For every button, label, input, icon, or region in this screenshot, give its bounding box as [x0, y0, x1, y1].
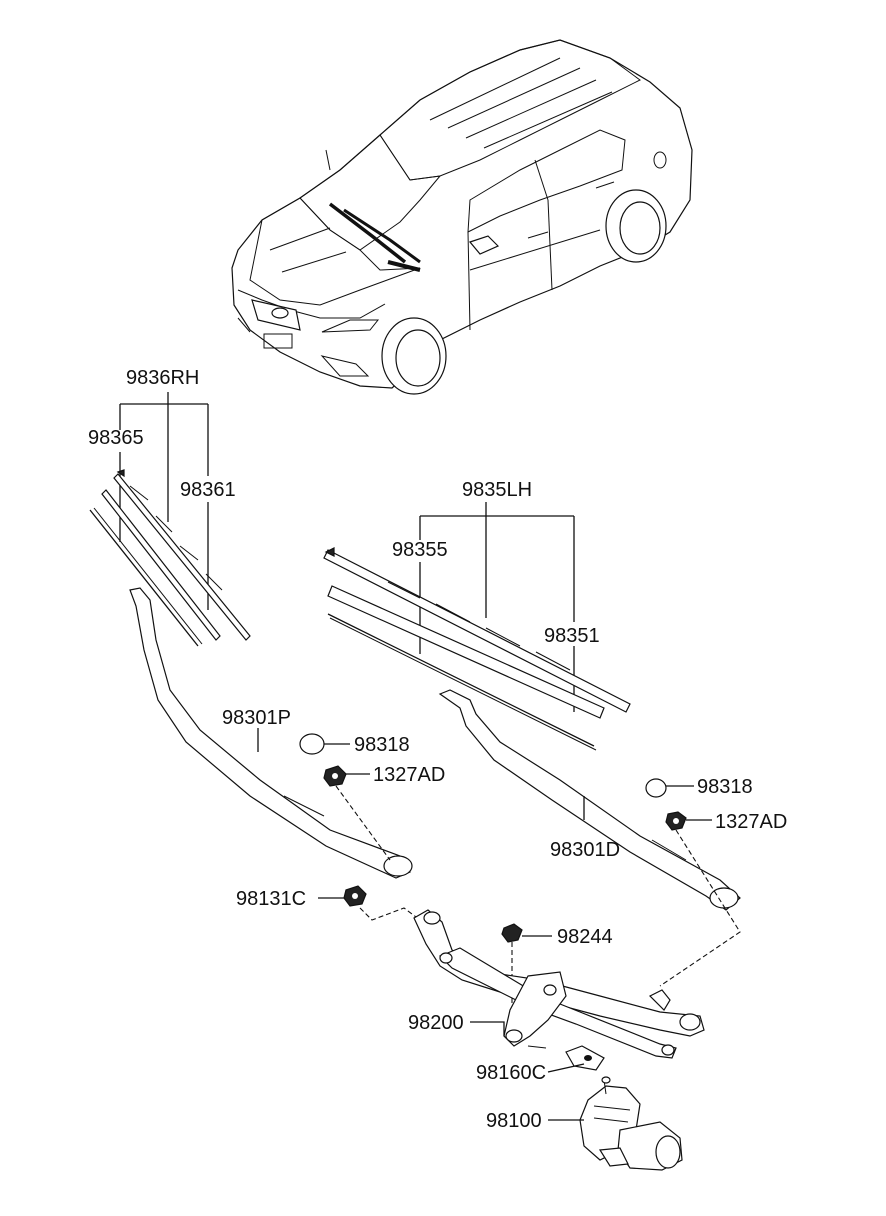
label-cap-lh: 98318 — [697, 776, 753, 798]
label-lh-refill: 98355 — [392, 539, 448, 561]
label-motor: 98100 — [486, 1110, 542, 1132]
label-linkage: 98200 — [408, 1012, 464, 1034]
label-nut-rh: 1327AD — [373, 764, 445, 786]
label-cap-rh: 98318 — [354, 734, 410, 756]
lh-wiper-arm — [438, 689, 741, 911]
cap-rh-part — [299, 733, 325, 755]
label-rh-assembly: 9836RH — [126, 367, 199, 389]
pivot-nut-part — [343, 885, 367, 907]
bolt-part — [501, 923, 523, 943]
label-bolt: 98244 — [557, 926, 613, 948]
label-lh-blade: 98351 — [544, 625, 600, 647]
motor-part — [579, 1076, 683, 1171]
label-arm-passenger: 98301P — [222, 707, 291, 729]
cap-lh-part — [645, 778, 667, 798]
label-nut-lh: 1327AD — [715, 811, 787, 833]
nut-rh-part — [323, 765, 347, 787]
label-bracket: 98160C — [476, 1062, 546, 1084]
linkage-assembly — [413, 909, 705, 1059]
rh-wiper-arm — [129, 587, 413, 879]
bracket-part — [565, 1045, 605, 1071]
label-arm-driver: 98301D — [550, 839, 620, 861]
label-pivot-nut: 98131C — [236, 888, 306, 910]
label-lh-assembly: 9835LH — [462, 479, 532, 501]
nut-lh-part — [665, 811, 687, 831]
label-rh-refill: 98365 — [88, 427, 144, 449]
label-rh-blade: 98361 — [180, 479, 236, 501]
lh-blade-group — [323, 502, 631, 751]
rh-blade-group — [89, 392, 251, 647]
vehicle-illustration — [231, 39, 693, 395]
